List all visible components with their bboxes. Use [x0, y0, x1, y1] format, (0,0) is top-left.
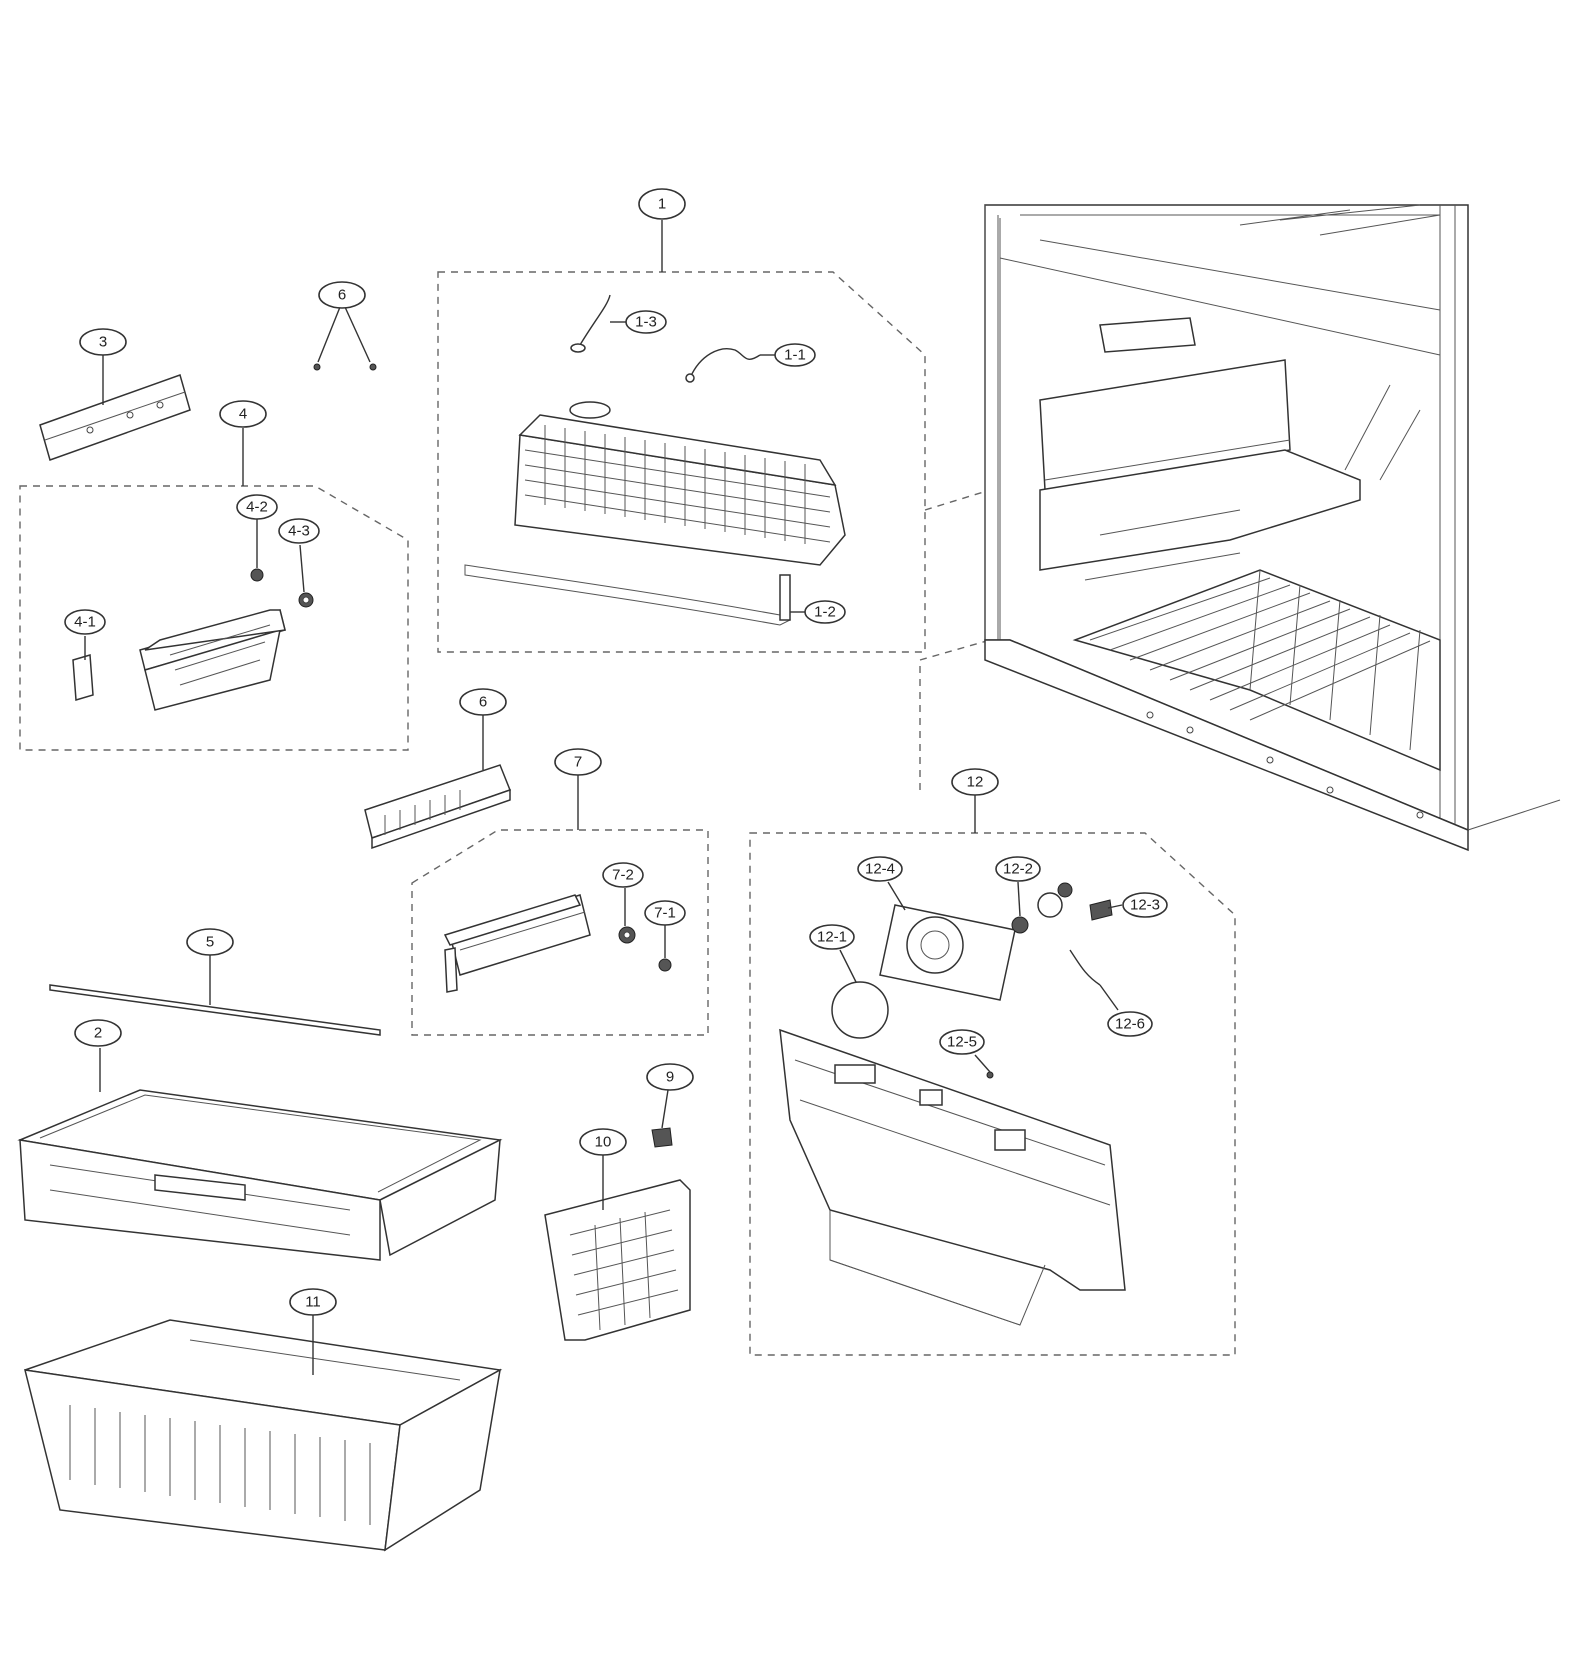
callout-12-2: 12-2: [995, 856, 1041, 882]
part-2-drawer: [17, 1089, 503, 1261]
callout-1-3-text: 1-3: [635, 314, 657, 331]
callout-12-6-text: 12-6: [1115, 1016, 1145, 1033]
part-5-rail: [49, 984, 381, 1036]
connector-12-to-cabinet: [919, 639, 991, 790]
part-8-cover: [364, 764, 511, 850]
callout-12-1-text: 12-1: [817, 929, 847, 946]
callout-7-text: 7: [574, 754, 582, 771]
leader-c12-2: [1017, 881, 1021, 917]
leader-c12-6: [1099, 984, 1119, 1011]
group-12-boundary: [749, 832, 1236, 1356]
group-boundaries: [19, 271, 1236, 1356]
callout-1-text: 1: [658, 196, 666, 213]
callout-12-1: 12-1: [809, 924, 855, 950]
callout-7-1-text: 7-1: [654, 905, 676, 922]
callout-11: 11: [289, 1288, 337, 1316]
callout-6-cover-text: 6: [479, 694, 487, 711]
callout-6-screws: 6: [318, 281, 366, 309]
connector-1-to-cabinet: [924, 489, 991, 511]
callout-12-4-text: 12-4: [865, 861, 895, 878]
part-3-bracket: [39, 374, 191, 461]
callout-12-3-text: 12-3: [1130, 897, 1160, 914]
callout-labels: 1 1-1 1-2 1-3 2 3 4 4-1: [64, 188, 1168, 1316]
callout-1-1: 1-1: [774, 343, 816, 367]
callout-4-2-text: 4-2: [246, 499, 268, 516]
group-7-boundary: [411, 829, 709, 1036]
callout-11-text: 11: [305, 1294, 321, 1311]
callout-9-text: 9: [666, 1069, 674, 1086]
damper-assembly: [443, 894, 672, 993]
callout-2-text: 2: [94, 1025, 102, 1042]
leader-c6-left: [317, 306, 341, 363]
callout-4-1: 4-1: [64, 609, 106, 635]
callout-1-2: 1-2: [804, 600, 846, 624]
part-1-1-harness: [685, 348, 761, 383]
callout-1: 1: [638, 188, 686, 220]
evaporator-assembly: [464, 401, 846, 626]
callout-4-text: 4: [239, 406, 247, 423]
callout-7-2: 7-2: [602, 862, 644, 888]
callout-7-1: 7-1: [644, 900, 686, 926]
callout-7: 7: [554, 748, 602, 776]
callout-1-2-text: 1-2: [814, 604, 836, 621]
group-4-boundary: [19, 485, 409, 751]
group-1-boundary: [437, 271, 926, 653]
fan-cover-assembly: [779, 882, 1126, 1326]
fan-module: [72, 568, 314, 711]
callout-4-3: 4-3: [278, 518, 320, 544]
leader-c12-3: [1107, 904, 1123, 909]
leader-c12-4: [887, 881, 906, 911]
part-6-screws: [313, 363, 377, 371]
leader-c4-3: [299, 544, 305, 593]
leader-c9: [661, 1089, 669, 1129]
leader-c12-5: [974, 1054, 991, 1073]
callout-12-4: 12-4: [857, 856, 903, 882]
callout-6-cover: 6: [459, 688, 507, 716]
callout-10: 10: [579, 1128, 627, 1156]
callout-5-text: 5: [206, 934, 214, 951]
refrigerator-cabinet: [984, 204, 1561, 852]
callout-12-5: 12-5: [939, 1029, 985, 1055]
callout-12-3: 12-3: [1122, 892, 1168, 918]
callout-12-text: 12: [967, 774, 984, 791]
leader-lines: [84, 220, 1123, 1375]
callout-2: 2: [74, 1019, 122, 1047]
callout-10-text: 10: [595, 1134, 612, 1151]
part-11-basket: [24, 1319, 503, 1552]
callout-7-2-text: 7-2: [612, 867, 634, 884]
callout-3: 3: [79, 328, 127, 356]
callout-12: 12: [951, 768, 999, 796]
callout-4-1-text: 4-1: [74, 614, 96, 631]
part-9-clip: [651, 1127, 673, 1148]
callout-5: 5: [186, 928, 234, 956]
callout-6-screws-text: 6: [338, 287, 346, 304]
part-10-filter-cover: [544, 1179, 691, 1341]
part-1-3-sensor: [570, 294, 611, 353]
callout-4-3-text: 4-3: [288, 523, 310, 540]
callout-3-text: 3: [99, 334, 107, 351]
callout-4-2: 4-2: [236, 494, 278, 520]
callout-1-3: 1-3: [625, 310, 667, 334]
callout-9: 9: [646, 1063, 694, 1091]
callout-12-6: 12-6: [1107, 1011, 1153, 1037]
callout-4: 4: [219, 400, 267, 428]
callout-12-2-text: 12-2: [1003, 861, 1033, 878]
leader-c6-right: [344, 306, 371, 363]
callout-12-5-text: 12-5: [947, 1034, 977, 1051]
callout-1-1-text: 1-1: [784, 347, 806, 364]
leader-c12-1: [839, 949, 857, 983]
